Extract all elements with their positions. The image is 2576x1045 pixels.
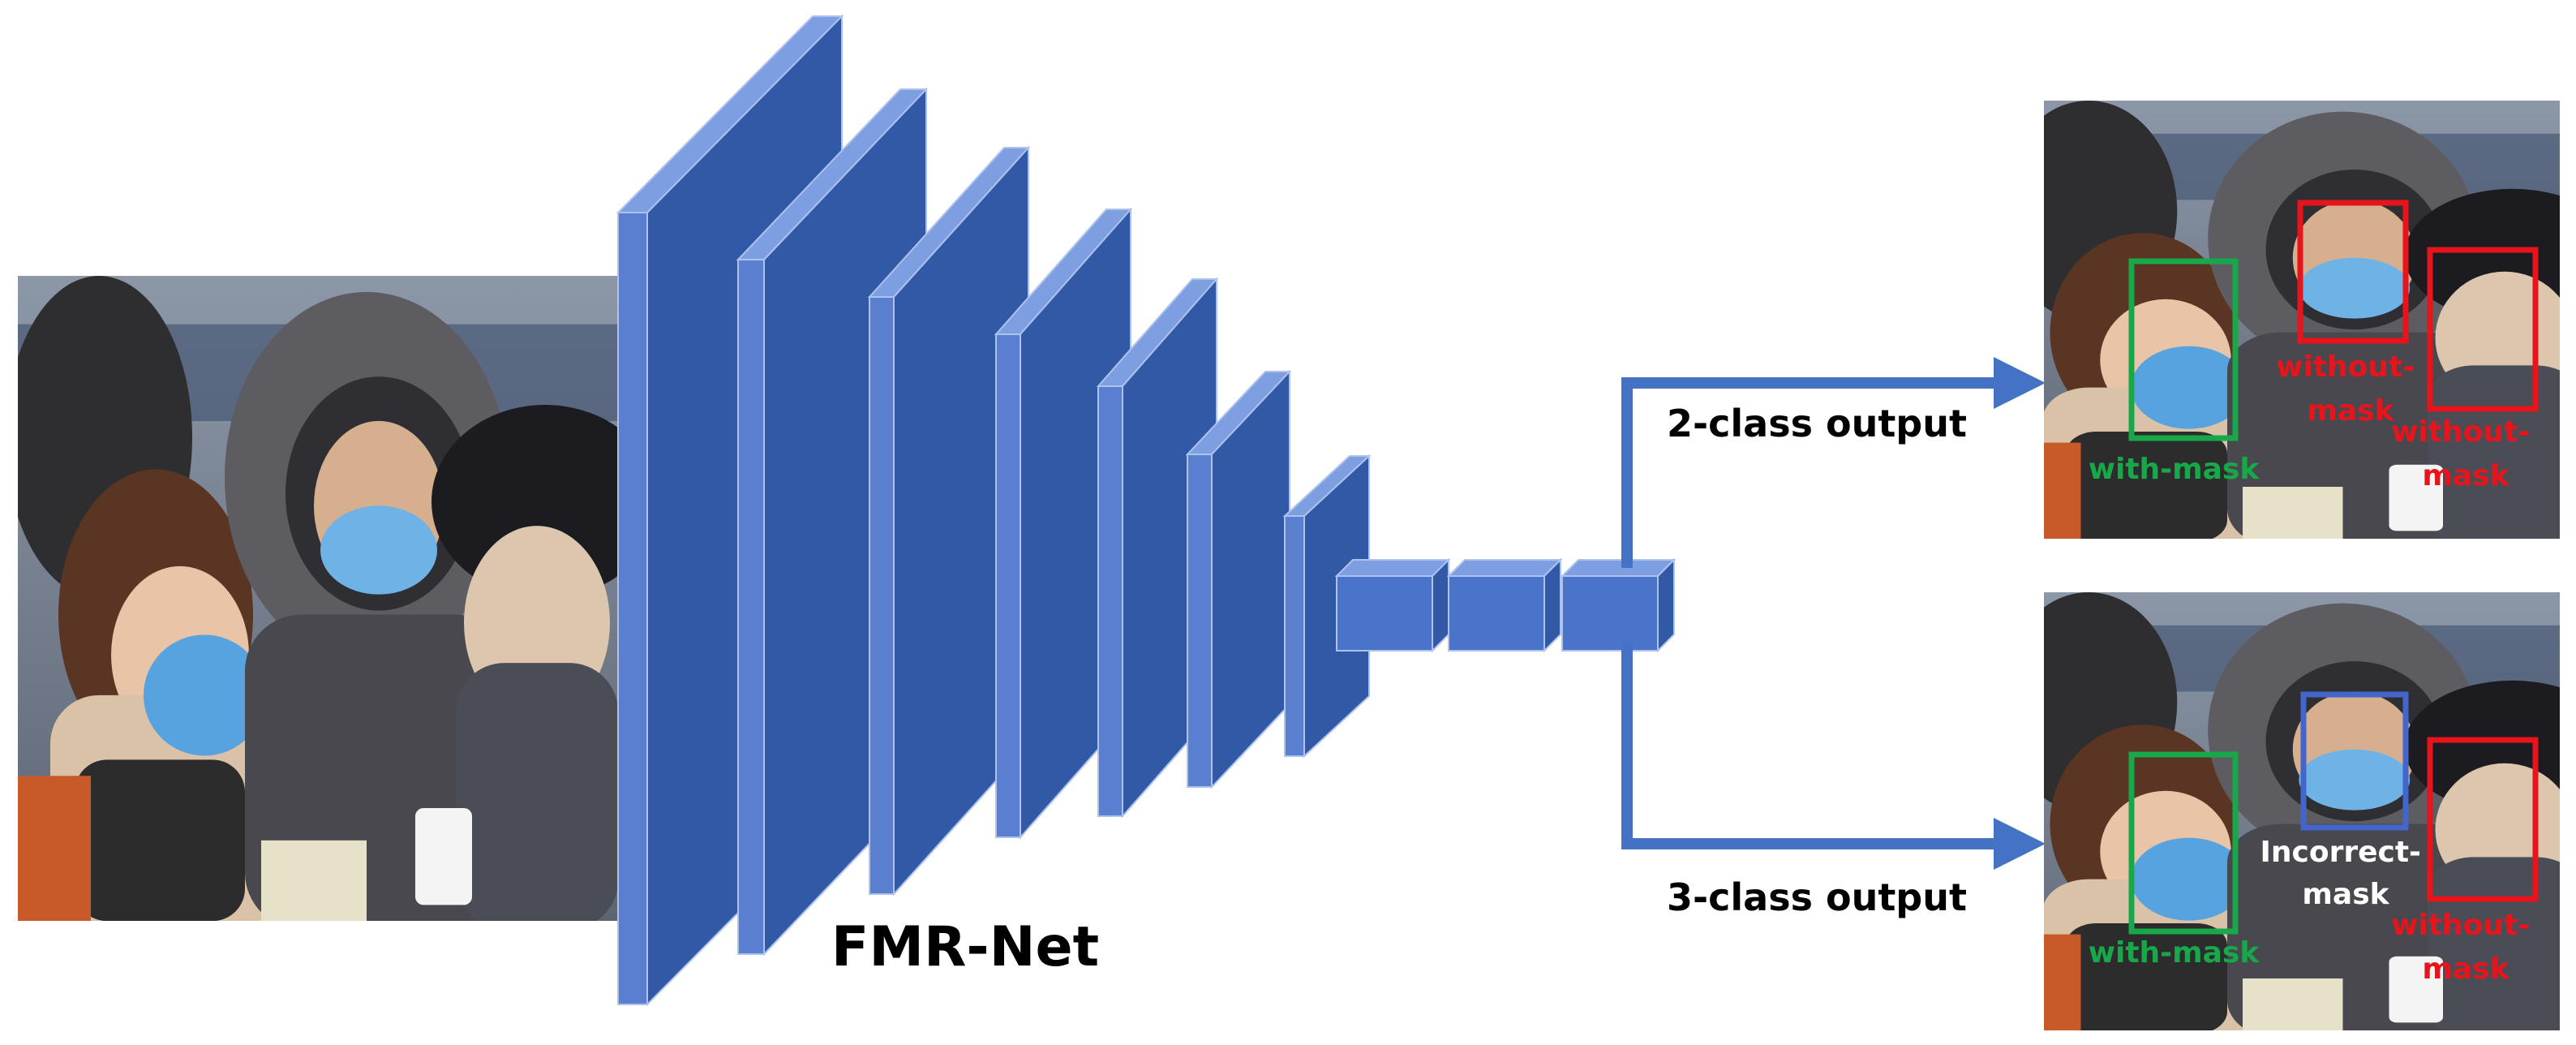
arrowhead-three-class <box>1994 818 2046 870</box>
conv-layer-face-3 <box>869 296 895 895</box>
fc-block-side-3 <box>1657 557 1675 653</box>
input-image <box>18 276 618 921</box>
fc-block-side-1 <box>1432 557 1449 653</box>
conv-layers <box>616 14 1372 1007</box>
two-class-output-image: with-mask without- mask without- mask <box>2044 101 2560 539</box>
without-mask-box <box>2297 200 2409 344</box>
conv-layer-face-2 <box>737 259 765 955</box>
two-class-output-label: 2-class output <box>1667 402 1967 445</box>
output-arrows <box>1621 377 1995 849</box>
fc-block-top-1 <box>1334 559 1451 577</box>
without-mask-label: without- mask <box>2391 415 2540 492</box>
arrow-three-class <box>1621 641 1995 849</box>
fc-block-face-2 <box>1448 575 1545 652</box>
with-mask-label: with-mask <box>2089 936 2260 970</box>
arrowhead-two-class <box>1994 357 2046 409</box>
conv-layer-face-5 <box>1097 385 1123 817</box>
fc-block-side-2 <box>1543 557 1561 653</box>
three-class-output-label: 3-class output <box>1667 875 1967 919</box>
conv-layer-face-6 <box>1187 454 1213 788</box>
incorrect-mask-label: Incorrect- mask <box>2260 836 2431 911</box>
with-mask-box <box>2128 258 2239 441</box>
conv-layer-face-4 <box>995 333 1021 838</box>
fc-block-top-3 <box>1560 559 1677 577</box>
without-mask-label: without- mask <box>2276 350 2425 428</box>
with-mask-box <box>2128 751 2239 935</box>
fc-block-top-2 <box>1446 559 1563 577</box>
three-class-output-image: with-mask Incorrect- mask without- mask <box>2044 592 2560 1030</box>
with-mask-label: with-mask <box>2089 453 2260 486</box>
fc-block-face-1 <box>1336 575 1433 652</box>
conv-layer-face-1 <box>617 212 648 1005</box>
incorrect-mask-box <box>2300 691 2409 831</box>
conv-layer-face-7 <box>1284 515 1305 757</box>
without-mask-box <box>2427 737 2539 902</box>
without-mask-box <box>2427 247 2539 412</box>
without-mask-label: without- mask <box>2391 909 2540 986</box>
arrow-two-class <box>1621 377 1995 568</box>
network-label: FMR-Net <box>831 915 1099 979</box>
fc-blocks <box>1334 557 1677 653</box>
fc-block-face-3 <box>1561 575 1659 652</box>
